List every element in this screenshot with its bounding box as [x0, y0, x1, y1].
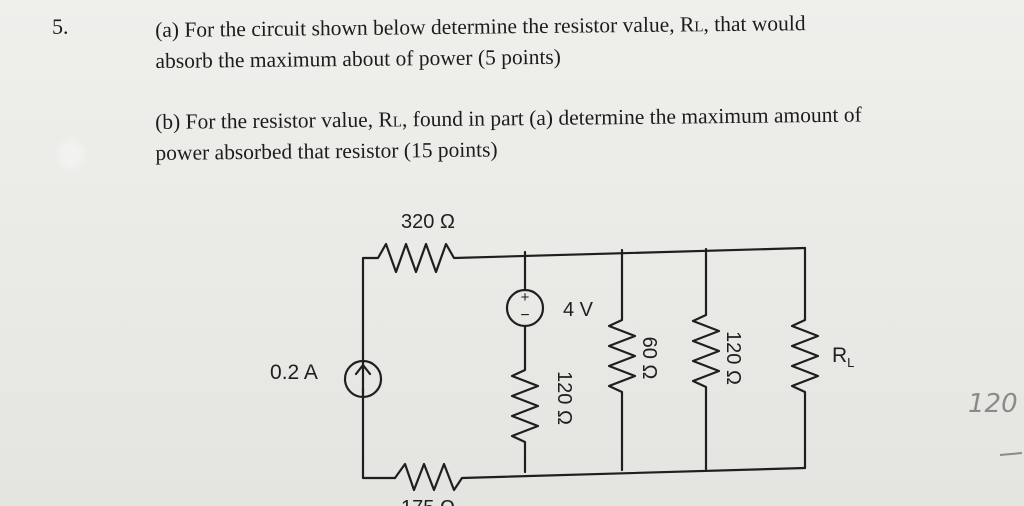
wire-top: [361, 242, 807, 372]
wire-r60: [607, 248, 637, 472]
label-r-bottom-partial: 175 Ω: [401, 497, 455, 506]
label-current-source: 0.2 A: [270, 361, 318, 384]
wire-left-bottom: [361, 386, 397, 480]
label-r-top: 320 Ω: [401, 211, 455, 233]
voltage-source-icon: [505, 288, 545, 328]
label-r-mid: 120 Ω: [553, 371, 575, 425]
label-rl: RL: [832, 344, 854, 370]
wire-bottom: [393, 462, 807, 492]
handwritten-note: 120: [968, 389, 1018, 419]
current-source-icon: [343, 359, 383, 399]
label-voltage-source: 4 V: [563, 299, 594, 321]
wire-rl: [790, 246, 820, 470]
smudge: [58, 140, 84, 170]
voltage-plus: +: [521, 289, 530, 306]
label-r-120: 120 Ω: [722, 331, 744, 385]
wire-vsource: [510, 250, 540, 474]
handwritten-dash: [999, 452, 1023, 456]
wire-r120: [691, 247, 721, 471]
label-r-60: 60 Ω: [638, 337, 660, 380]
problem-number: 5.: [52, 14, 69, 39]
voltage-minus: −: [520, 307, 529, 324]
